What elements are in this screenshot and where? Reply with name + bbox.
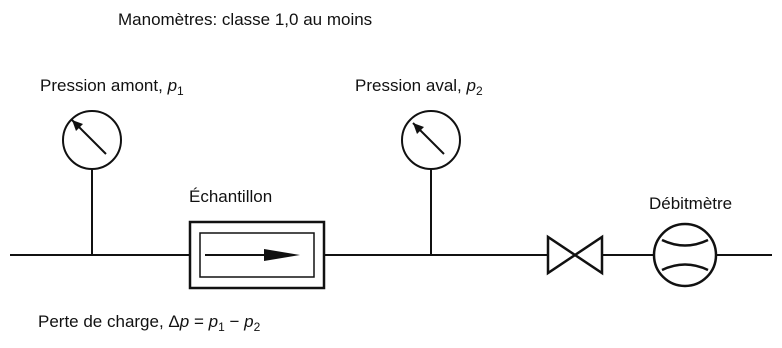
downstream-pressure-label: Pression aval, p2 (355, 76, 483, 98)
formula-p1-subscript: 1 (218, 320, 225, 334)
downstream-pressure-text: Pression aval, (355, 76, 467, 95)
pressure-loss-formula: Perte de charge, Δp = p1 − p2 (38, 312, 261, 334)
formula-p2-variable: p (244, 312, 254, 331)
flowmeter-icon (652, 222, 718, 288)
valve-icon (546, 234, 604, 276)
upstream-pressure-label: Pression amont, p1 (40, 76, 184, 98)
equals-sign: = (189, 312, 209, 331)
delta-symbol: Δ (168, 312, 180, 331)
pressure-loss-text: Perte de charge, (38, 312, 169, 331)
formula-p1-variable: p (208, 312, 219, 331)
upstream-pressure-gauge-icon (62, 110, 122, 255)
pressure-loss-variable: p (179, 312, 190, 331)
upstream-pressure-text: Pression amont, (40, 76, 168, 95)
diagram-title: Manomètres: classe 1,0 au moins (118, 10, 373, 29)
downstream-pressure-subscript: 2 (475, 84, 483, 98)
downstream-pressure-gauge-icon (401, 110, 461, 255)
downstream-pressure-variable: p (466, 76, 476, 95)
minus-sign: − (224, 312, 245, 331)
sample-label: Échantillon (189, 187, 273, 206)
flowmeter-label: Débitmètre (649, 194, 733, 213)
sample-holder-icon (188, 220, 326, 290)
upstream-pressure-subscript: 1 (177, 84, 184, 98)
formula-p2-subscript: 2 (253, 320, 261, 334)
upstream-pressure-variable: p (167, 76, 178, 95)
